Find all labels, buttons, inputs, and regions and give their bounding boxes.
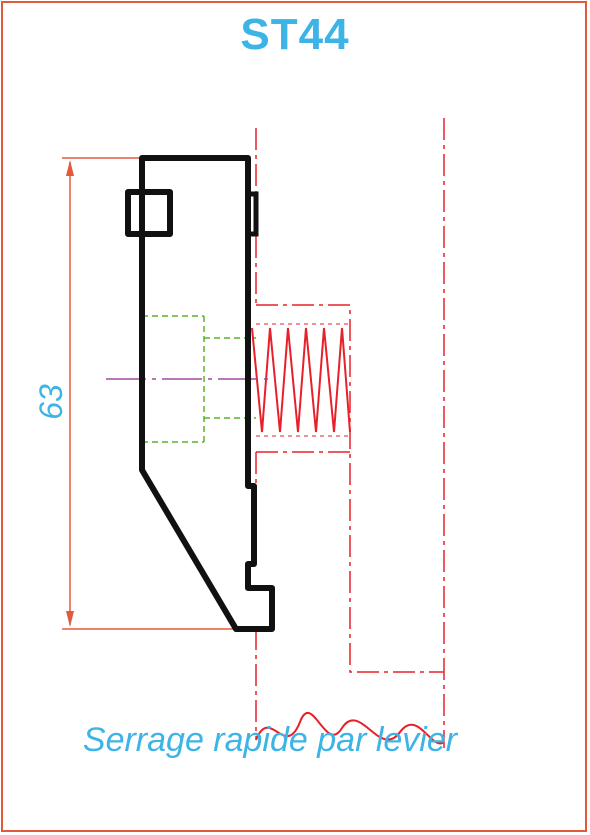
caption-text: Serrage rapide par levier: [82, 721, 458, 759]
dimension-arrow-bottom: [66, 611, 74, 627]
spring: [251, 323, 351, 437]
clamp-jaw-outline: [125, 155, 275, 632]
jaw-side-detail: [248, 191, 259, 237]
dimension-label: 63: [33, 384, 69, 420]
guide-body-outline: [255, 118, 445, 748]
break-line: [255, 712, 445, 745]
height-dimension: [62, 157, 238, 630]
product-title: ST44: [240, 10, 350, 59]
dimension-arrow-top: [66, 160, 74, 176]
